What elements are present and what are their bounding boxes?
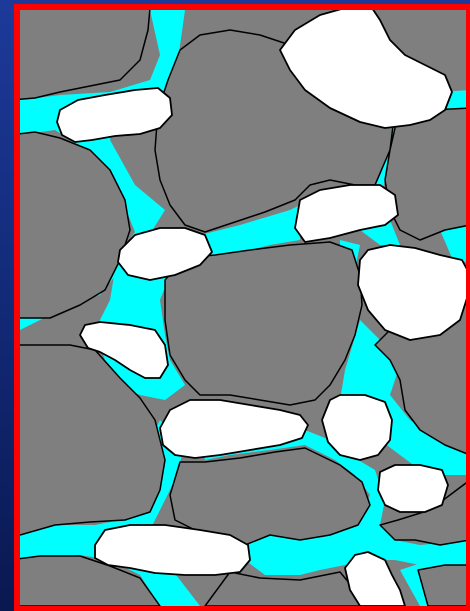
gas-bubble-right-small (378, 465, 448, 512)
grain-right-upper (385, 108, 470, 240)
grain-bottom-right (418, 565, 470, 606)
